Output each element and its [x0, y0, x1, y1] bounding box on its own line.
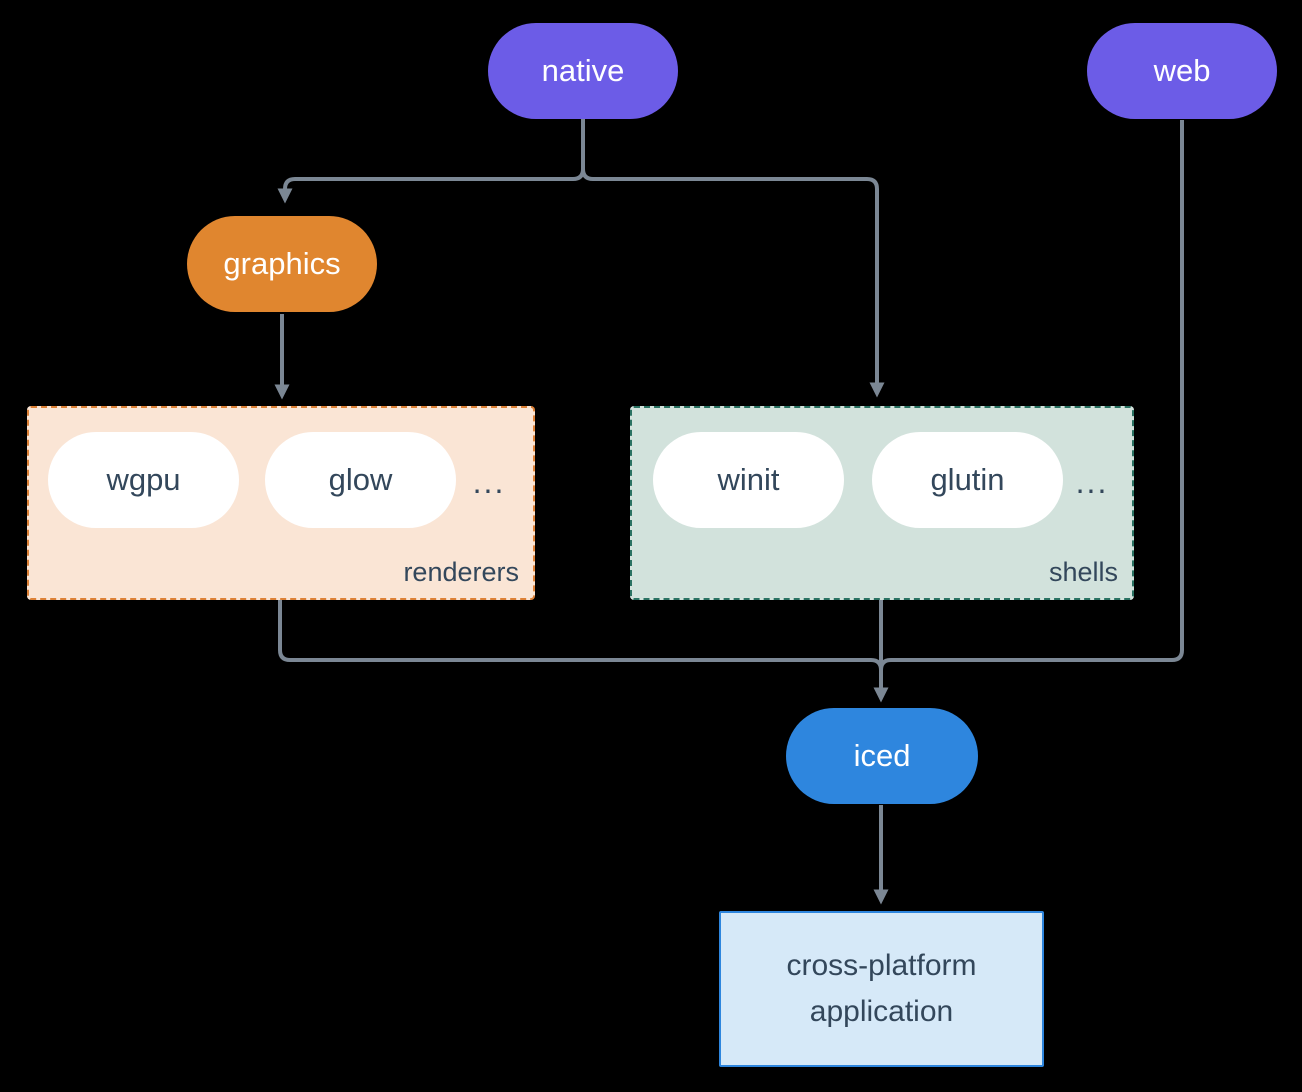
node-native: native — [488, 23, 678, 119]
node-graphics: graphics — [187, 216, 377, 312]
shells-ellipsis: ... — [1075, 463, 1109, 500]
group-shells: winit glutin ... shells — [630, 406, 1134, 600]
node-winit-label: winit — [717, 462, 780, 497]
node-native-label: native — [541, 53, 625, 88]
node-iced: iced — [786, 708, 978, 804]
node-iced-label: iced — [853, 738, 911, 773]
application-label-line2: application — [809, 995, 954, 1028]
renderers-ellipsis: ... — [472, 463, 506, 500]
group-renderers: wgpu glow ... renderers — [27, 406, 535, 600]
node-glutin: glutin — [872, 432, 1063, 528]
node-web-label: web — [1153, 53, 1211, 88]
edge-native-to-graphics — [277, 119, 585, 204]
node-glow-label: glow — [328, 462, 393, 497]
group-shells-label: shells — [1048, 557, 1118, 587]
application-label-line1: cross-platform — [786, 949, 977, 982]
node-glutin-label: glutin — [930, 462, 1005, 497]
edge-renderers-to-merge — [278, 600, 883, 671]
node-glow: glow — [265, 432, 456, 528]
edge-native-to-shells — [581, 119, 885, 398]
node-wgpu-label: wgpu — [106, 462, 181, 497]
node-graphics-label: graphics — [223, 246, 341, 281]
node-wgpu: wgpu — [48, 432, 239, 528]
node-cross-platform-application: cross-platform application — [719, 911, 1044, 1067]
node-web: web — [1087, 23, 1277, 119]
node-winit: winit — [653, 432, 844, 528]
group-renderers-label: renderers — [403, 557, 519, 587]
